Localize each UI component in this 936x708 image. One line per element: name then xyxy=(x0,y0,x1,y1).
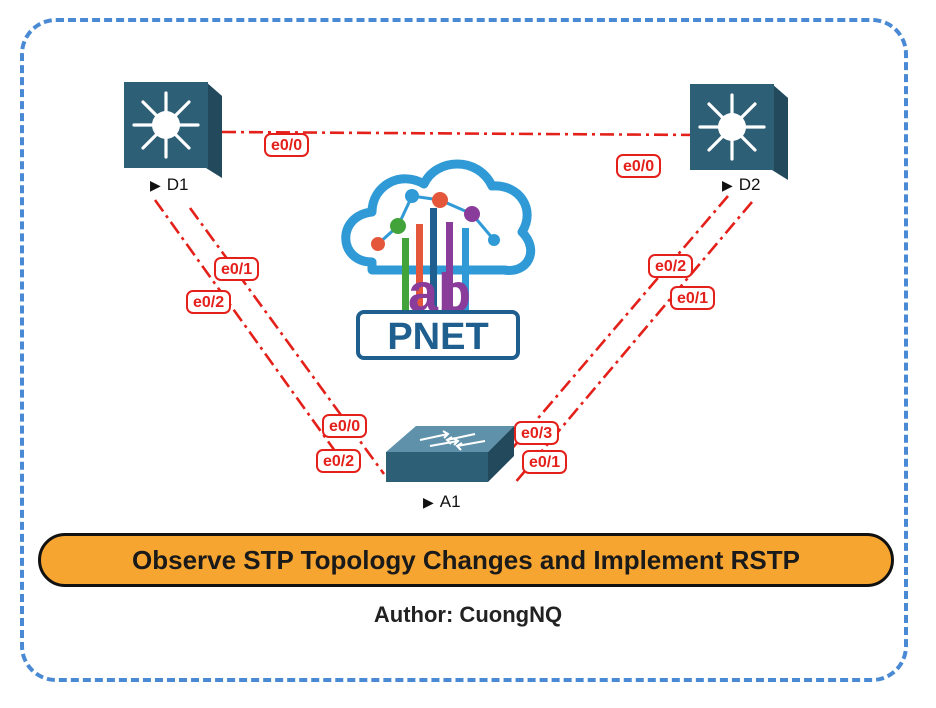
port-label-d2-e0-0: e0/0 xyxy=(616,154,662,178)
port-label-a1-e0-0: e0/0 xyxy=(322,414,368,438)
title-banner: Observe STP Topology Changes and Impleme… xyxy=(38,533,894,587)
a1-switch-icon[interactable] xyxy=(386,426,514,482)
port-label-d2-e0-1: e0/1 xyxy=(670,286,716,310)
port-label-d1-e0-0: e0/0 xyxy=(264,133,310,157)
node-label-d2[interactable]: ▶ D2 xyxy=(722,175,761,195)
link-d1-d2 xyxy=(221,130,701,137)
port-label-d2-e0-2: e0/2 xyxy=(648,254,694,278)
play-icon: ▶ xyxy=(423,494,434,510)
port-label-a1-e0-2: e0/2 xyxy=(316,449,362,473)
node-label-d2-text: D2 xyxy=(738,175,761,194)
d2-switch-icon[interactable] xyxy=(690,84,788,180)
play-icon: ▶ xyxy=(150,177,161,193)
node-label-a1-text: A1 xyxy=(439,492,461,511)
author-text: Author: CuongNQ xyxy=(373,602,563,627)
link-d1-a1-2 xyxy=(153,199,352,473)
link-d2-a1-1 xyxy=(503,195,729,459)
port-label-d1-e0-1: e0/1 xyxy=(214,257,260,281)
port-label-a1-e0-1: e0/1 xyxy=(522,450,568,474)
d1-switch-icon[interactable] xyxy=(124,82,222,178)
port-label-a1-e0-3: e0/3 xyxy=(514,421,560,445)
dashed-frame xyxy=(20,18,908,682)
pnet-logo: ab PNET xyxy=(341,159,536,360)
node-label-d1[interactable]: ▶ D1 xyxy=(150,175,189,195)
node-label-a1[interactable]: ▶ A1 xyxy=(423,492,461,512)
node-label-d1-text: D1 xyxy=(166,175,189,194)
port-label-d1-e0-2: e0/2 xyxy=(186,290,232,314)
play-icon: ▶ xyxy=(722,177,733,193)
logo-pnet-text: PNET xyxy=(387,316,488,358)
